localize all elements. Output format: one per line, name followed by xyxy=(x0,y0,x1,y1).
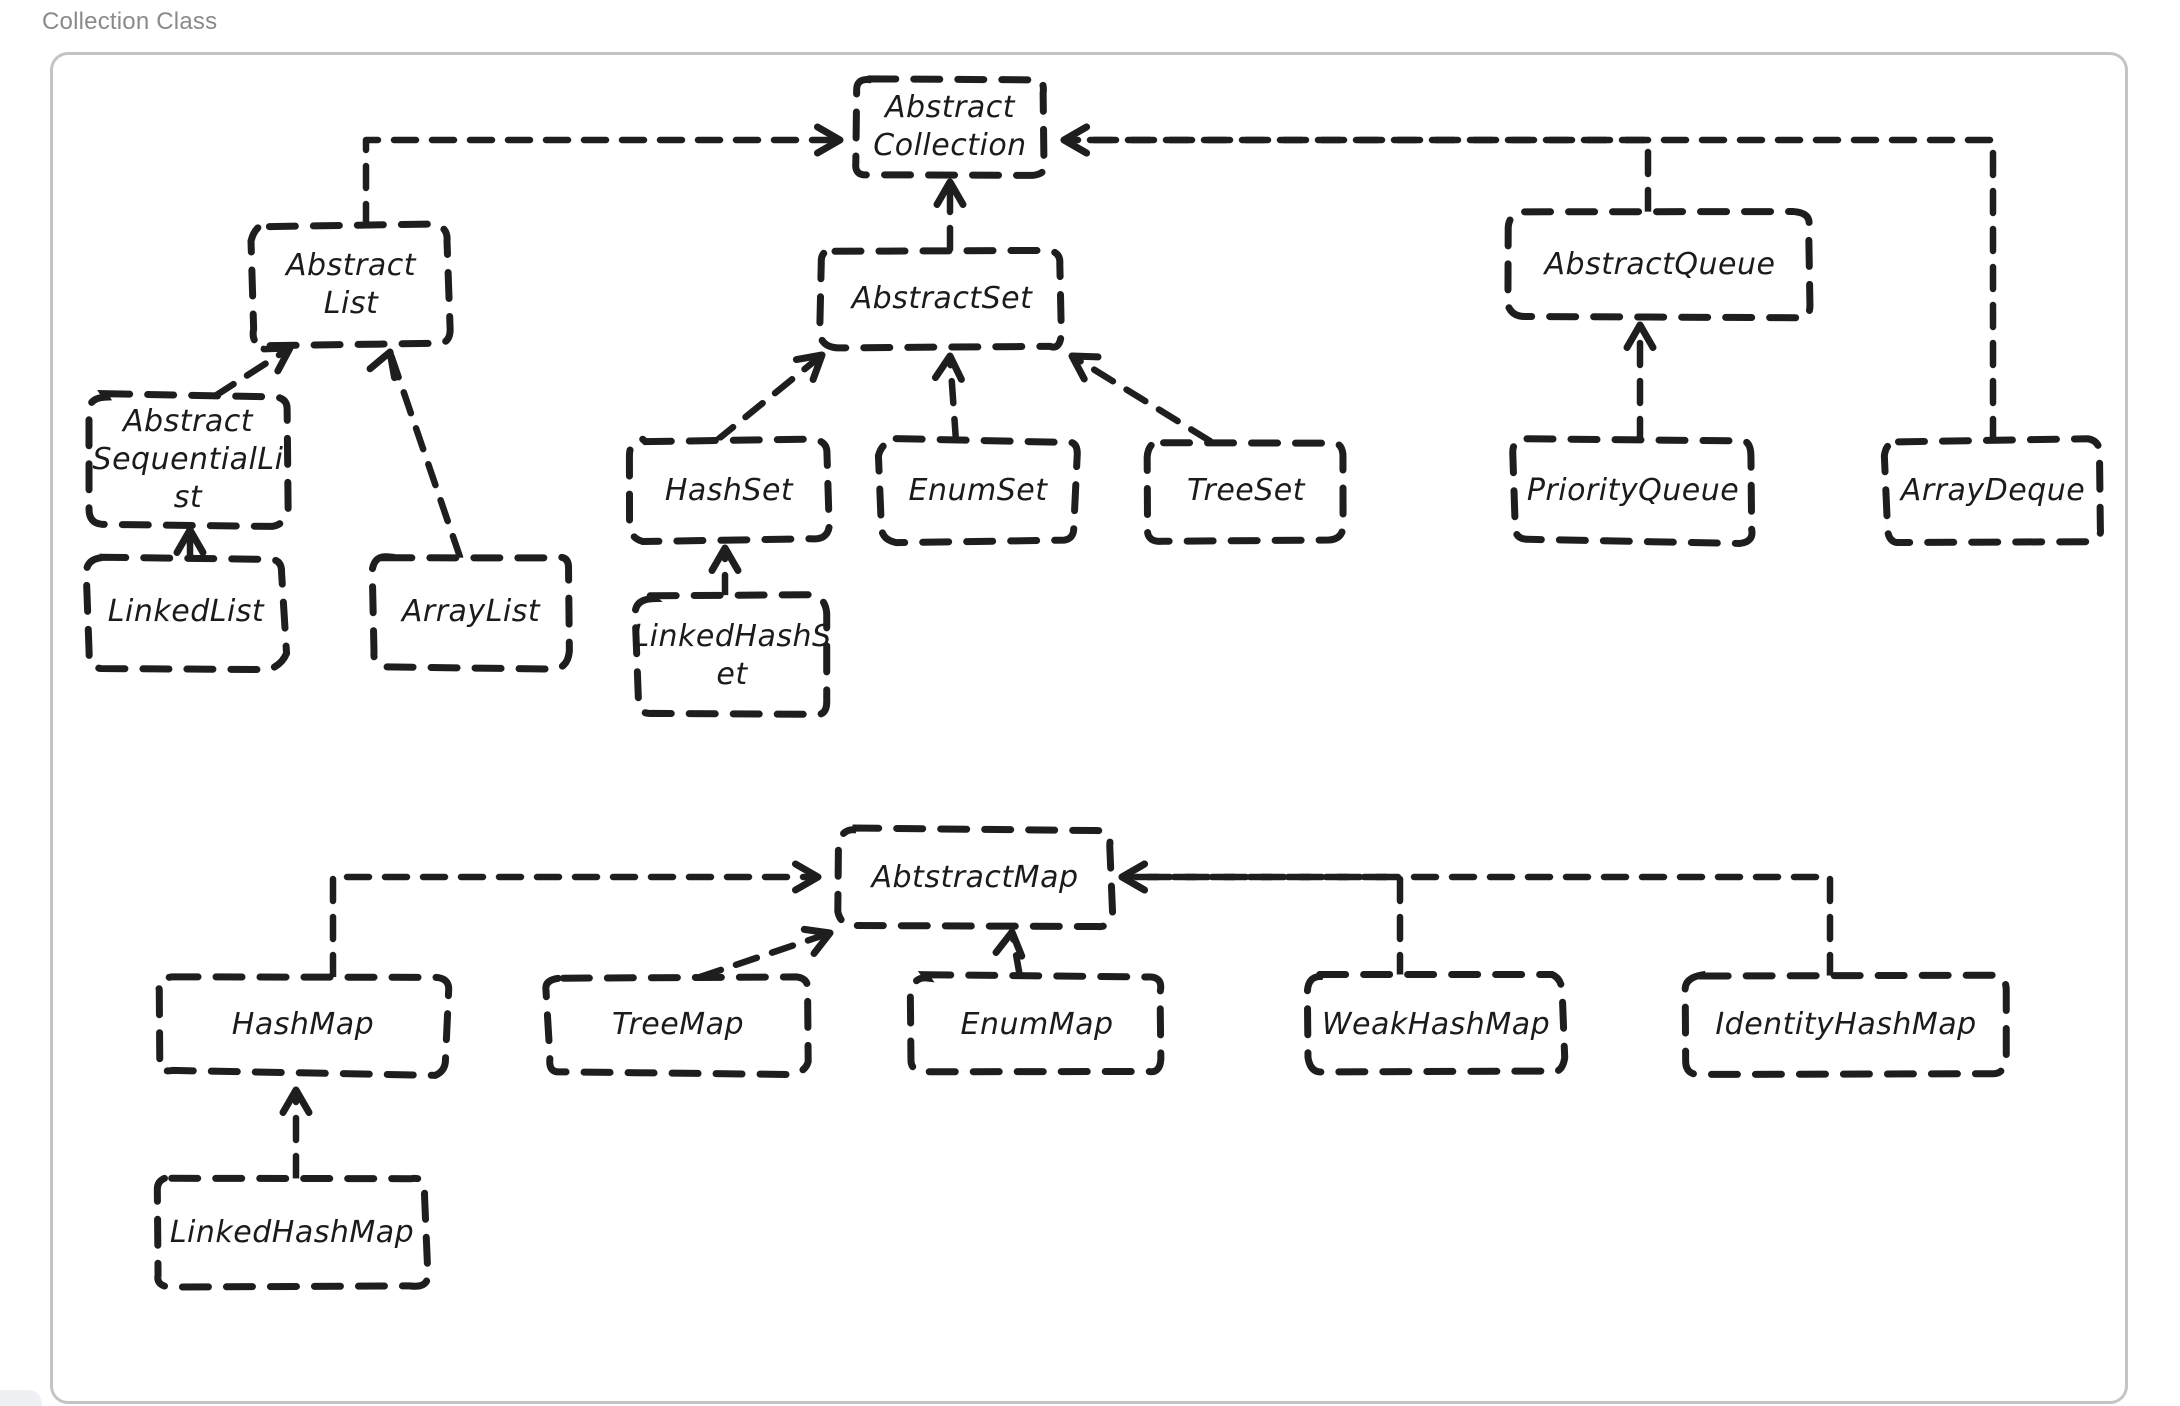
node-border xyxy=(1303,970,1569,1076)
page-title: Collection Class xyxy=(42,8,218,35)
edge-arrowhead xyxy=(366,348,399,382)
node-border xyxy=(247,219,454,350)
node-label: ArrayDeque xyxy=(1899,473,2085,508)
class-node-linked-list[interactable]: LinkedList xyxy=(82,553,291,674)
node-border xyxy=(625,435,833,546)
node-border xyxy=(85,390,292,530)
edge-arrowhead xyxy=(792,351,826,383)
node-border xyxy=(852,75,1049,179)
diagram-panel-frame xyxy=(50,52,2128,1404)
edge-line xyxy=(712,351,826,445)
class-node-abstract-queue[interactable]: AbstractQueue xyxy=(1504,208,1814,322)
node-border xyxy=(542,973,812,1079)
edge-line xyxy=(946,352,960,445)
node-border xyxy=(82,553,291,674)
edge-line xyxy=(696,929,834,981)
edge-arrowhead xyxy=(173,526,207,557)
edge-arrowhead xyxy=(1068,352,1102,383)
edge-arrowhead xyxy=(260,344,294,375)
class-node-identity-hash-map[interactable]: IdentityHashMap xyxy=(1681,970,2010,1078)
edge-line xyxy=(362,136,844,230)
edge-line xyxy=(386,348,464,561)
edge-line xyxy=(329,873,822,981)
node-label: LinkedHashMap xyxy=(170,1215,414,1250)
edge-line xyxy=(211,344,294,400)
node-border xyxy=(1681,970,2010,1078)
class-node-abstract-map[interactable]: AbtstractMap xyxy=(834,824,1117,931)
class-node-enum-map[interactable]: EnumMap xyxy=(906,971,1165,1076)
edge-line xyxy=(1118,873,1404,981)
class-node-linked-hash-map[interactable]: LinkedHashMap xyxy=(153,1172,432,1291)
class-node-tree-map[interactable]: TreeMap xyxy=(542,973,812,1079)
class-node-hash-set[interactable]: HashSet xyxy=(625,435,833,546)
node-border xyxy=(368,553,573,673)
node-border xyxy=(1504,208,1814,322)
node-border xyxy=(153,1172,432,1291)
node-label: TreeMap xyxy=(612,1007,744,1042)
class-node-abstract-set[interactable]: AbstractSet xyxy=(816,244,1065,352)
edge-arrowhead xyxy=(791,860,822,894)
node-label: IdentityHashMap xyxy=(1715,1007,1976,1042)
node-label: EnumMap xyxy=(960,1007,1113,1042)
edge-line xyxy=(1068,352,1214,445)
node-border xyxy=(631,591,831,719)
edge-arrowhead xyxy=(1060,123,1091,157)
class-node-hash-map[interactable]: HashMap xyxy=(155,973,453,1079)
edge-arrowhead xyxy=(1623,321,1657,352)
node-label: WeakHashMap xyxy=(1322,1007,1550,1042)
edge-line xyxy=(1118,873,1834,981)
edge-arrowhead xyxy=(800,925,834,957)
class-node-tree-set[interactable]: TreeSet xyxy=(1143,437,1347,545)
node-border xyxy=(834,824,1117,931)
node-label: EnumSet xyxy=(909,473,1049,508)
node-label: AbstractQueue xyxy=(1543,247,1776,282)
node-label: HashMap xyxy=(232,1007,374,1042)
edge-arrowhead xyxy=(933,178,967,209)
edge-arrowhead xyxy=(1118,860,1149,894)
node-border xyxy=(906,971,1165,1076)
edge-arrowhead xyxy=(992,928,1026,960)
node-border xyxy=(816,244,1065,352)
edge-arrowhead xyxy=(708,544,742,575)
edges-layer xyxy=(173,123,1997,1182)
node-border xyxy=(1509,435,1756,547)
node-label: PriorityQueue xyxy=(1527,473,1739,508)
node-border xyxy=(1880,435,2105,547)
node-label: HashSet xyxy=(665,473,794,508)
node-label: AbstractSet xyxy=(850,281,1033,316)
class-node-array-list[interactable]: ArrayList xyxy=(368,553,573,673)
node-border xyxy=(1143,437,1347,545)
edge-line xyxy=(1060,136,1652,216)
node-border xyxy=(155,973,453,1079)
node-label: LinkedList xyxy=(108,594,265,629)
edge-arrowhead xyxy=(931,352,965,383)
class-node-array-deque[interactable]: ArrayDeque xyxy=(1880,435,2105,547)
node-label: AbtstractMap xyxy=(869,860,1078,895)
class-node-weak-hash-map[interactable]: WeakHashMap xyxy=(1303,970,1569,1076)
class-node-enum-set[interactable]: EnumSet xyxy=(874,435,1081,547)
edge-line xyxy=(1060,136,1997,445)
corner-chip xyxy=(0,1390,42,1406)
node-border xyxy=(874,435,1081,547)
node-label: ArrayList xyxy=(400,594,541,629)
node-label: TreeSet xyxy=(1187,473,1306,508)
class-node-priority-queue[interactable]: PriorityQueue xyxy=(1509,435,1756,547)
edge-arrowhead xyxy=(813,123,844,157)
edge-arrowhead xyxy=(279,1086,313,1117)
